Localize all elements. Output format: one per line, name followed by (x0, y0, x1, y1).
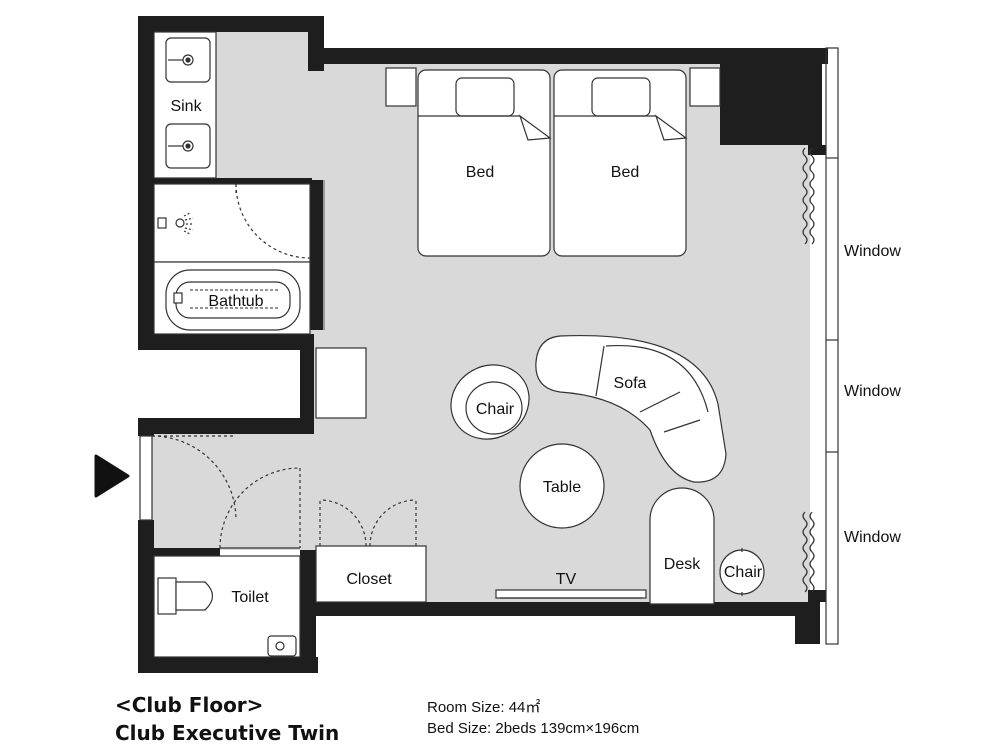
label-bathtub: Bathtub (208, 293, 263, 310)
lounge-chair (450, 364, 530, 440)
label-window-3: Window (844, 529, 901, 546)
shower-head-icon (157, 212, 194, 235)
round-table (519, 443, 605, 529)
caption-room-type: Club Executive Twin (115, 721, 340, 745)
window-frames (825, 47, 839, 645)
sofa (535, 334, 727, 483)
curtains (802, 147, 815, 593)
bed-right (553, 67, 721, 257)
caption-room-size: Room Size: 44㎡ (427, 699, 541, 716)
desk (649, 487, 715, 605)
tv (495, 589, 647, 599)
label-bed-left: Bed (466, 164, 494, 181)
desk-chair (719, 548, 765, 596)
label-toilet: Toilet (231, 589, 269, 606)
label-window-2: Window (844, 383, 901, 400)
label-sofa: Sofa (614, 375, 647, 392)
label-bed-right: Bed (611, 164, 639, 181)
toilet-door[interactable] (219, 467, 301, 549)
label-table: Table (543, 479, 581, 496)
label-chair-lounge: Chair (476, 401, 515, 418)
bathroom (153, 183, 311, 335)
sink-counter (153, 31, 217, 179)
toilet-room (153, 555, 301, 658)
label-desk: Desk (664, 556, 701, 573)
label-sink: Sink (170, 98, 202, 115)
caption-floor: <Club Floor> (115, 693, 264, 717)
label-closet: Closet (346, 571, 392, 588)
label-chair-desk: Chair (724, 564, 763, 581)
caption-bed-size: Bed Size: 2beds 139cm×196cm (427, 720, 640, 737)
cabinet (315, 347, 367, 419)
label-tv: TV (556, 571, 577, 588)
entrance-door[interactable] (139, 435, 237, 521)
walls (138, 16, 828, 673)
closet (315, 498, 427, 603)
bed-left (385, 67, 552, 257)
label-window-1: Window (844, 243, 901, 260)
entrance-arrow-icon (94, 454, 130, 498)
